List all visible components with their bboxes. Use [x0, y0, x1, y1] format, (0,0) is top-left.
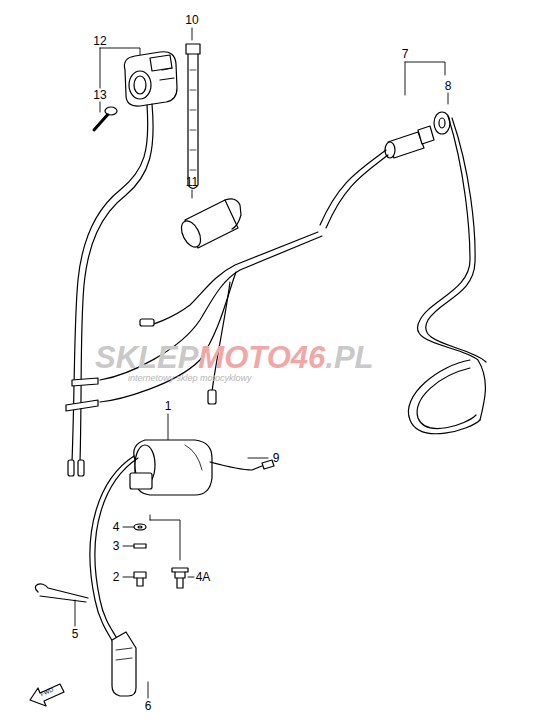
- watermark-subtitle: internetowy sklep motocyklowy: [128, 374, 252, 383]
- callout-number: 13: [93, 89, 106, 101]
- callout-number: 1: [165, 400, 172, 412]
- cable-tie: [186, 44, 200, 189]
- callout-number: 4A: [196, 571, 211, 583]
- clip: [35, 584, 88, 602]
- ignition-coil: [90, 440, 274, 642]
- callout-number: 7: [402, 48, 409, 60]
- screw: [94, 107, 117, 130]
- plug-cap: [112, 632, 136, 696]
- callout-number: 3: [113, 540, 120, 552]
- stop-switch: [66, 126, 434, 411]
- callout-number: 4: [113, 521, 120, 533]
- hardware: [134, 524, 188, 588]
- cylinder-part: [178, 199, 241, 250]
- watermark: .PL: [325, 342, 373, 373]
- callout-number: 10: [185, 14, 198, 26]
- callout-number: 11: [186, 176, 198, 188]
- kill-switch: [68, 52, 177, 476]
- forward-arrow: [30, 684, 64, 706]
- callout-number: 12: [93, 35, 106, 47]
- lanyard-cord: [408, 112, 486, 434]
- callout-number: 2: [113, 571, 120, 583]
- watermark: MOTO46: [198, 342, 325, 373]
- callout-number: 9: [273, 452, 280, 464]
- callout-number: 6: [145, 700, 152, 712]
- callout-number: 5: [72, 628, 79, 640]
- watermark: SKLEP: [95, 342, 198, 373]
- leader-lines: [75, 28, 448, 698]
- callout-number: 8: [445, 80, 452, 92]
